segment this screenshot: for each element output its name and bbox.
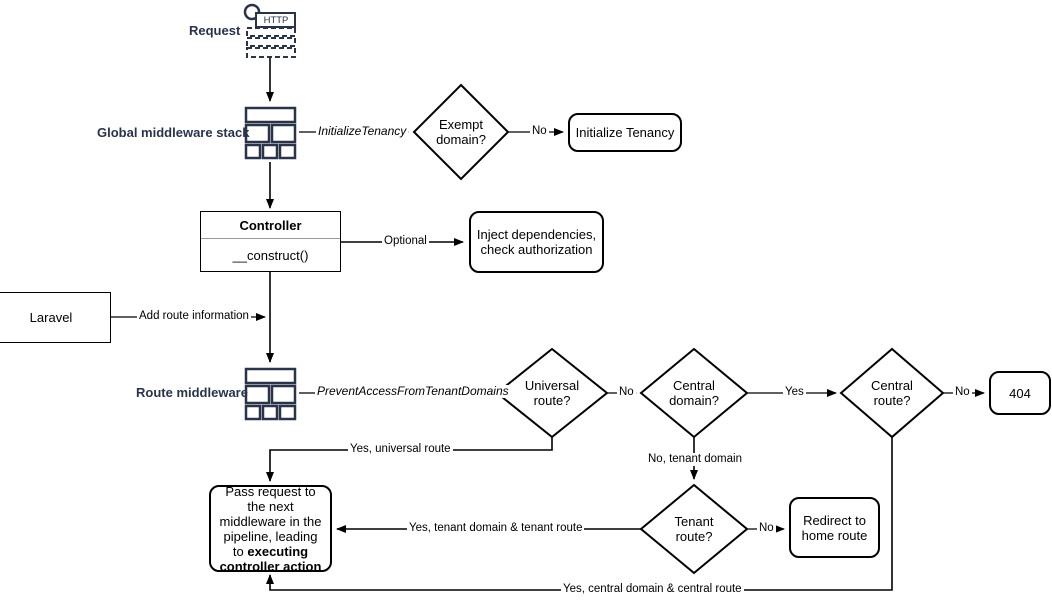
edge-label-exempt-no: No [530,125,549,138]
node-laravel[interactable]: Laravel [0,292,111,343]
node-pass-request[interactable]: Pass request to the next middleware in t… [209,484,332,574]
http-label-text: HTTP [263,15,289,26]
middleware-stack-icon-route [244,367,297,421]
label-global-middleware-stack: Global middleware stack [97,125,250,140]
not-found-text: 404 [1009,385,1031,401]
decision-exempt-domain [412,83,510,181]
decision-tenant-route [639,483,749,575]
controller-title: Controller [201,212,340,239]
decision-central-domain [639,347,749,439]
pass-request-normal: Pass request to the next middleware in t… [219,483,322,559]
decision-central-route [839,347,945,439]
decision-universal-route [495,347,609,439]
edge-label-yes-universal-route: Yes, universal route [348,443,453,456]
node-inject-dependencies[interactable]: Inject dependencies, check authorization [469,211,604,273]
edge-label-no-tenant-domain: No, tenant domain [646,453,744,466]
initialize-tenancy-text: Initialize Tenancy [575,125,675,140]
http-request-icon [243,3,296,58]
label-request: Request [189,23,241,38]
pass-request-text: Pass request to the next middleware in t… [211,484,330,574]
redirect-home-line-2: home route [801,527,868,543]
edge-label-optional: Optional [382,235,429,248]
edge-label-central-domain-yes: Yes [783,386,806,399]
node-initialize-tenancy[interactable]: Initialize Tenancy [568,113,682,152]
edge-label-central-route-no: No [953,386,972,399]
edge-label-yes-central-domain-central-route: Yes, central domain & central route [561,583,744,596]
inject-dependencies-line-1: Inject dependencies, [476,227,597,242]
node-404[interactable]: 404 [989,371,1051,415]
edge-label-yes-tenant-domain-tenant-route: Yes, tenant domain & tenant route [407,522,585,535]
node-redirect-home-route[interactable]: Redirect to home route [789,497,880,558]
redirect-home-line-1: Redirect to [803,512,866,528]
controller-method: __construct() [232,247,309,263]
http-label: HTTP [258,14,294,27]
laravel-text: Laravel [29,310,73,325]
inject-dependencies-line-2: check authorization [480,242,593,257]
pass-request-emphasis: executing controller action [219,543,322,574]
label-route-middleware: Route middleware [136,385,248,400]
edge-label-initialize-tenancy: InitializeTenancy [316,124,409,138]
edge-label-tenant-route-no: No [757,522,776,535]
edge-label-prevent-access: PreventAccessFromTenantDomains [315,384,511,398]
middleware-stack-icon-global [244,106,297,160]
node-controller[interactable]: Controller __construct() [200,211,341,272]
edge-label-add-route-information: Add route information [137,310,251,323]
edge-label-universal-no: No [617,386,636,399]
